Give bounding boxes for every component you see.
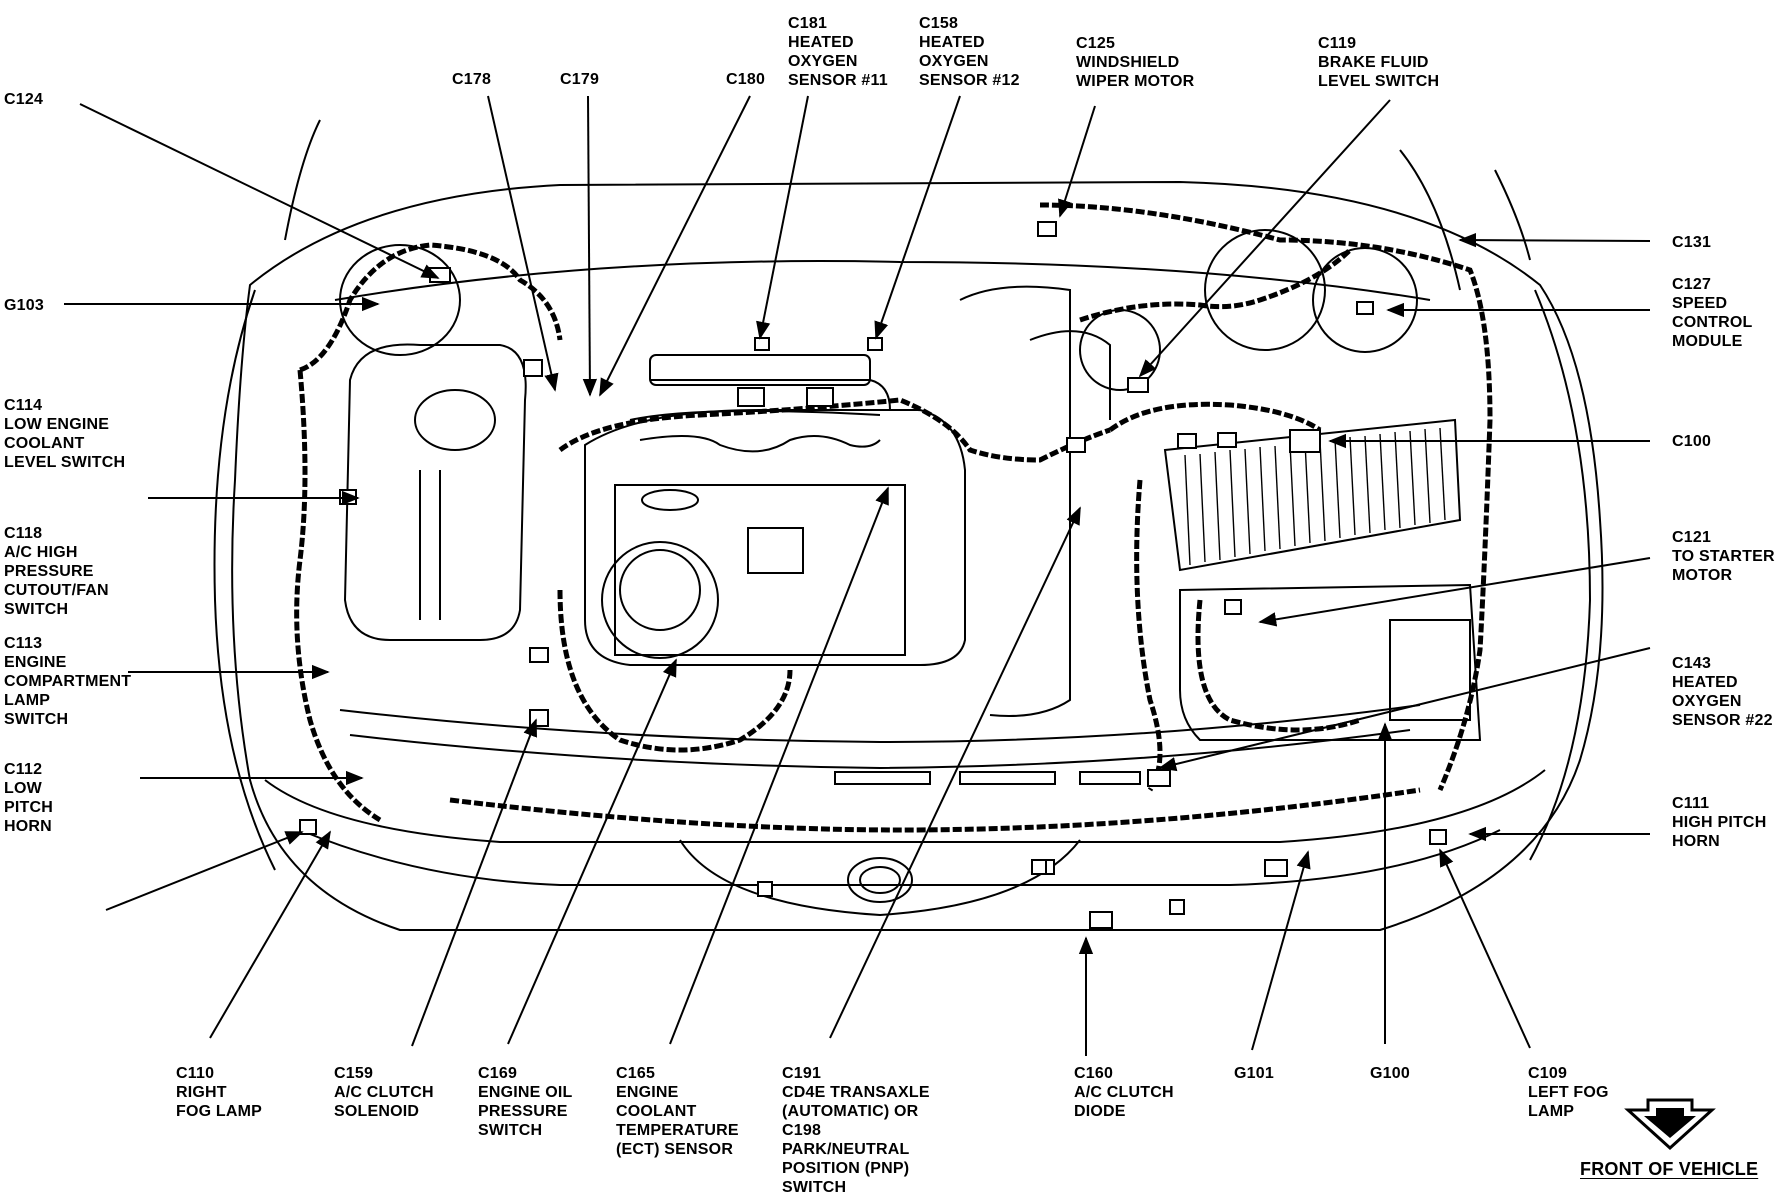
label-c169: C169 ENGINE OIL PRESSURE SWITCH <box>478 1065 573 1139</box>
label-c127: C127 SPEED CONTROL MODULE <box>1672 276 1753 350</box>
label-c191: C191 CD4E TRANSAXLE (AUTOMATIC) OR C198 … <box>782 1065 930 1196</box>
label-c113: C113 ENGINE COMPARTMENT LAMP SWITCH <box>4 635 132 728</box>
label-c125: C125 WINDSHIELD WIPER MOTOR <box>1076 35 1195 90</box>
label-c165: C165 ENGINE COOLANT TEMPERATURE (ECT) SE… <box>616 1065 739 1158</box>
label-c109: C109 LEFT FOG LAMP <box>1528 1065 1609 1120</box>
label-c159: C159 A/C CLUTCH SOLENOID <box>334 1065 434 1120</box>
leader-lines <box>64 95 1651 1056</box>
front-of-vehicle-label: FRONT OF VEHICLE <box>1580 1159 1759 1179</box>
label-c124: C124 <box>4 91 44 108</box>
label-g101: G101 <box>1234 1065 1274 1082</box>
label-c100: C100 <box>1672 433 1712 450</box>
label-c160: C160 A/C CLUTCH DIODE <box>1074 1065 1174 1120</box>
label-c112: C112 LOW PITCH HORN <box>4 761 53 835</box>
label-c110: C110 RIGHT FOG LAMP <box>176 1065 263 1120</box>
label-c181: C181 HEATED OXYGEN SENSOR #11 <box>788 15 888 89</box>
label-c131: C131 <box>1672 234 1712 251</box>
label-g103: G103 <box>4 297 44 314</box>
label-c121: C121 TO STARTER MOTOR <box>1672 529 1775 584</box>
label-c111: C111 HIGH PITCH HORN <box>1672 795 1767 850</box>
down-arrow-icon <box>1624 1098 1716 1151</box>
label-c180: C180 <box>726 71 766 88</box>
label-c143: C143 HEATED OXYGEN SENSOR #22 <box>1672 655 1773 729</box>
label-c114: C114 LOW ENGINE COOLANT LEVEL SWITCH <box>4 397 126 471</box>
label-c179: C179 <box>560 71 600 88</box>
label-c118: C118 A/C HIGH PRESSURE CUTOUT/FAN SWITCH <box>4 525 109 618</box>
label-c158: C158 HEATED OXYGEN SENSOR #12 <box>919 15 1020 89</box>
label-c178: C178 <box>452 71 492 88</box>
label-g100: G100 <box>1370 1065 1410 1082</box>
label-c119: C119 BRAKE FLUID LEVEL SWITCH <box>1318 35 1440 90</box>
engine-line-art <box>213 119 1604 931</box>
